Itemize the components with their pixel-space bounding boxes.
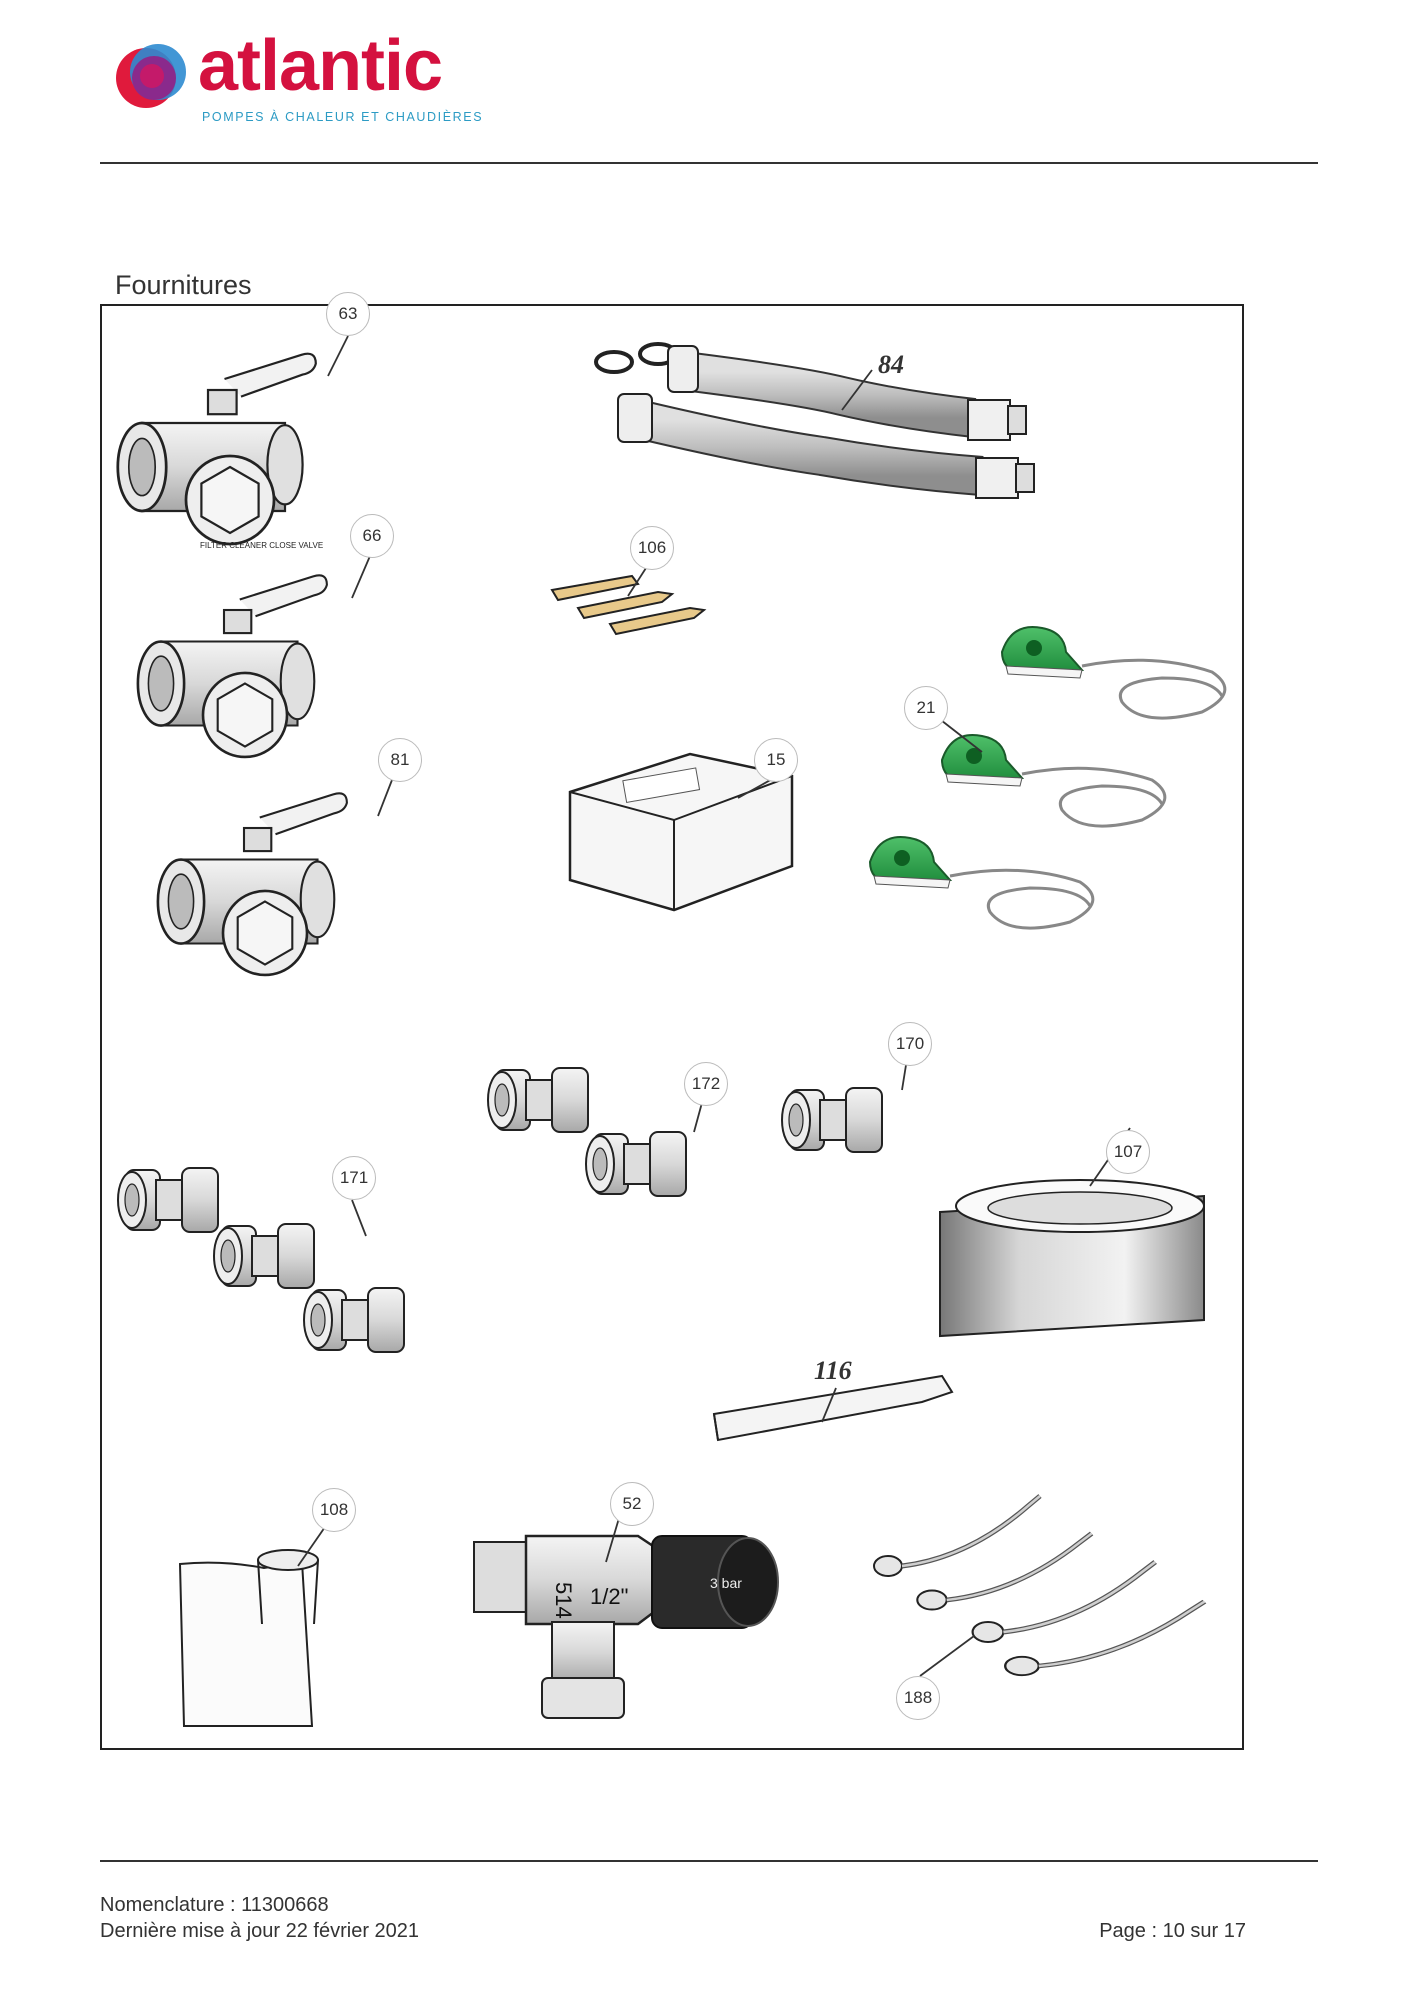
callout-170: 170	[888, 1022, 932, 1066]
brand-name: atlantic	[198, 26, 443, 106]
footer-nomenclature: Nomenclature : 11300668	[100, 1894, 329, 1916]
callout-84: 84	[878, 350, 904, 379]
flexible-hoses-84	[594, 342, 1035, 499]
ball-valve-66	[136, 574, 329, 759]
callout-66: 66	[350, 514, 394, 558]
callout-171: 171	[332, 1156, 376, 1200]
junction-box-15	[568, 752, 794, 912]
temperature-probes-188	[874, 1496, 1204, 1675]
callout-leaders	[297, 335, 1131, 1677]
callout-172: 172	[684, 1062, 728, 1106]
section-title: Fournitures	[115, 270, 252, 300]
relief-valve-code: 514	[551, 1582, 576, 1619]
callout-63: 63	[326, 292, 370, 336]
callout-188: 188	[896, 1676, 940, 1720]
relief-valve-pressure: 3 bar	[710, 1575, 742, 1591]
callout-116: 116	[814, 1356, 852, 1385]
insulation-roll-107	[939, 1179, 1205, 1338]
ball-valve-63	[116, 352, 318, 546]
callout-81: 81	[378, 738, 422, 782]
relief-valve-size: 1/2"	[590, 1584, 628, 1609]
valve-cap-marking: FILTER CLEANER CLOSE VALVE	[200, 541, 323, 550]
brand-tagline: POMPES À CHALEUR ET CHAUDIÈRES	[202, 110, 484, 124]
parts-drawing: FILTER CLEANER CLOSE VALVE 514 1/2" 3 ba…	[116, 335, 1227, 1727]
callout-15: 15	[754, 738, 798, 782]
protective-sleeve-108	[178, 1549, 319, 1727]
grease-sachet-116	[712, 1374, 954, 1442]
atlantic-swirl-logo-icon	[116, 44, 186, 108]
footer-updated: Dernière mise à jour 22 février 2021	[100, 1920, 420, 1942]
strap-sensor-21c	[868, 835, 1095, 930]
safety-valve-52	[473, 1534, 779, 1719]
parts-illustration: FILTER CLEANER CLOSE VALVE 514 1/2" 3 ba…	[100, 292, 1244, 1750]
callout-21: 21	[904, 686, 948, 730]
callout-108: 108	[312, 1488, 356, 1532]
ball-valve-81	[156, 792, 349, 977]
strap-sensor-21b	[940, 733, 1167, 828]
brand-logo: atlantic POMPES À CHALEUR ET CHAUDIÈRES	[112, 30, 492, 128]
footer-page-number: Page : 10 sur 17	[1099, 1920, 1246, 1942]
strap-sensor-21a	[1000, 625, 1227, 720]
wall-plugs-106	[550, 574, 707, 636]
callout-52: 52	[610, 1482, 654, 1526]
callout-106: 106	[630, 526, 674, 570]
footer-divider	[100, 1860, 1318, 1862]
compression-fitting-170	[781, 1087, 883, 1153]
compression-fittings-172	[487, 1067, 687, 1197]
callout-107: 107	[1106, 1130, 1150, 1174]
header-divider	[100, 162, 1318, 164]
